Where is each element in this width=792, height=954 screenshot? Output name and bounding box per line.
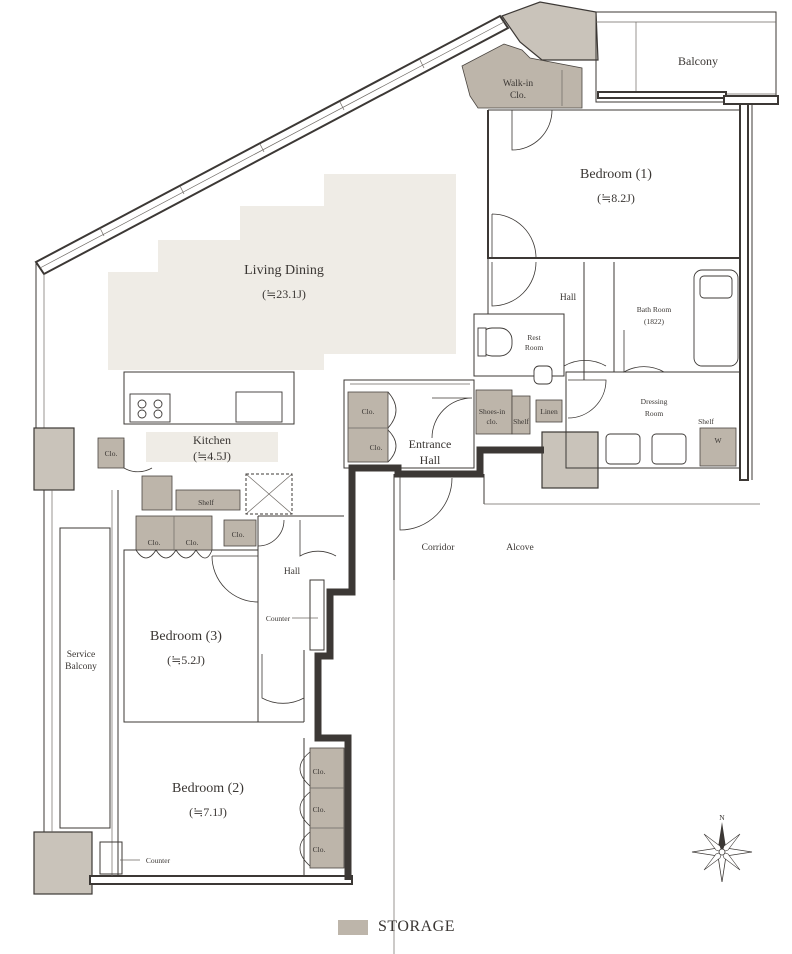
- window-mullions: [99, 59, 425, 237]
- corridor-label: Corridor: [422, 543, 456, 553]
- kitchen-label: Kitchen: [193, 433, 231, 447]
- balcony-label: Balcony: [678, 54, 718, 68]
- service-balcony-label-2: Balcony: [65, 662, 97, 672]
- clo-label: Clo.: [186, 538, 199, 547]
- shoes-in-closet-storage: [475, 389, 513, 435]
- bedroom2-closet-storage: [309, 747, 345, 869]
- kitchen-shelf-storage: [175, 489, 241, 511]
- living-dining-label: Living Dining: [244, 263, 324, 278]
- interior-walls: [99, 109, 760, 954]
- bedroom3-area: (≒5.2J): [167, 653, 205, 667]
- dressing-room-label-2: Room: [645, 409, 664, 418]
- shelf-label: Shelf: [513, 417, 529, 426]
- structural-column: [501, 1, 599, 61]
- kitchen-area: (≒4.5J): [193, 449, 231, 463]
- bedroom1-area: (≒8.2J): [597, 191, 635, 205]
- fixture-labels: Clo. Clo. Clo. Clo. Clo. Clo. Clo. Clo. …: [105, 407, 723, 865]
- bedroom1-label: Bedroom (1): [580, 167, 652, 182]
- living-dining-floor: [108, 174, 456, 370]
- rest-room-label-1: Rest: [527, 333, 541, 342]
- service-balcony-label-1: Service: [67, 650, 96, 660]
- fixtures: [245, 269, 739, 515]
- shelf-label: Shelf: [698, 417, 714, 426]
- hall-closet-storage: [223, 519, 257, 547]
- clo-label: Clo.: [313, 845, 326, 854]
- legend-label: STORAGE: [378, 918, 455, 935]
- alcove-label: Alcove: [506, 543, 533, 553]
- compass-rose-icon: N: [691, 813, 753, 883]
- hall-lower-label: Hall: [284, 567, 301, 577]
- bedroom3-label: Bedroom (3): [150, 629, 222, 644]
- counter-label: Counter: [266, 614, 291, 623]
- living-dining-area: (≒23.1J): [262, 287, 306, 301]
- refrigerator: [245, 473, 293, 515]
- dressing-room-label-1: Dressing: [641, 397, 668, 406]
- entrance-closet-storage: [347, 391, 389, 463]
- clo-label: Clo.: [232, 530, 245, 539]
- clo-label: Clo.: [105, 449, 118, 458]
- clo-label: Clo.: [148, 538, 161, 547]
- bedroom2-label: Bedroom (2): [172, 781, 244, 796]
- clo-label: Clo.: [313, 767, 326, 776]
- kitchen-storage: [141, 475, 173, 511]
- counter-label: Counter: [146, 856, 171, 865]
- washbasin: [651, 433, 687, 465]
- legend: STORAGE: [338, 918, 455, 936]
- shoes-in-label-1: Shoes-in: [479, 407, 506, 416]
- doors: [123, 109, 665, 867]
- storage-units: [97, 43, 737, 869]
- clo-label: Clo.: [362, 407, 375, 416]
- laundry-shelf-storage: [699, 427, 737, 467]
- hall-upper-label: Hall: [560, 293, 577, 303]
- walk-in-label-1: Walk-in: [503, 79, 534, 89]
- bath-room-label-2: (1822): [644, 317, 664, 326]
- clo-label: Clo.: [313, 805, 326, 814]
- clo-label: Clo.: [370, 443, 383, 452]
- bedroom2-area: (≒7.1J): [189, 805, 227, 819]
- washer-label: W: [714, 436, 722, 445]
- linen-storage: [535, 399, 563, 423]
- compass-north-label: N: [719, 813, 725, 822]
- exterior-walls: [33, 1, 779, 895]
- room-labels: Living Dining (≒23.1J) Kitchen (≒4.5J) B…: [65, 54, 718, 819]
- structural-column: [33, 831, 93, 895]
- shelf-storage: [511, 395, 531, 435]
- walk-in-label-2: Clo.: [510, 91, 526, 101]
- bath-room-label-1: Bath Room: [637, 305, 672, 314]
- walk-in-closet-storage: [461, 43, 583, 109]
- kitchen-closet-storage: [97, 437, 125, 469]
- shoes-in-label-2: clo.: [486, 417, 497, 426]
- entrance-hall-label-1: Entrance: [409, 437, 452, 451]
- washbasin: [605, 433, 641, 465]
- legend-swatch: [338, 919, 368, 935]
- structural-column: [541, 431, 599, 489]
- linen-label: Linen: [540, 407, 558, 416]
- shelf-label: Shelf: [198, 498, 214, 507]
- entrance-hall-label-2: Hall: [420, 453, 441, 467]
- structural-column: [33, 427, 75, 491]
- rest-room-label-2: Room: [525, 343, 544, 352]
